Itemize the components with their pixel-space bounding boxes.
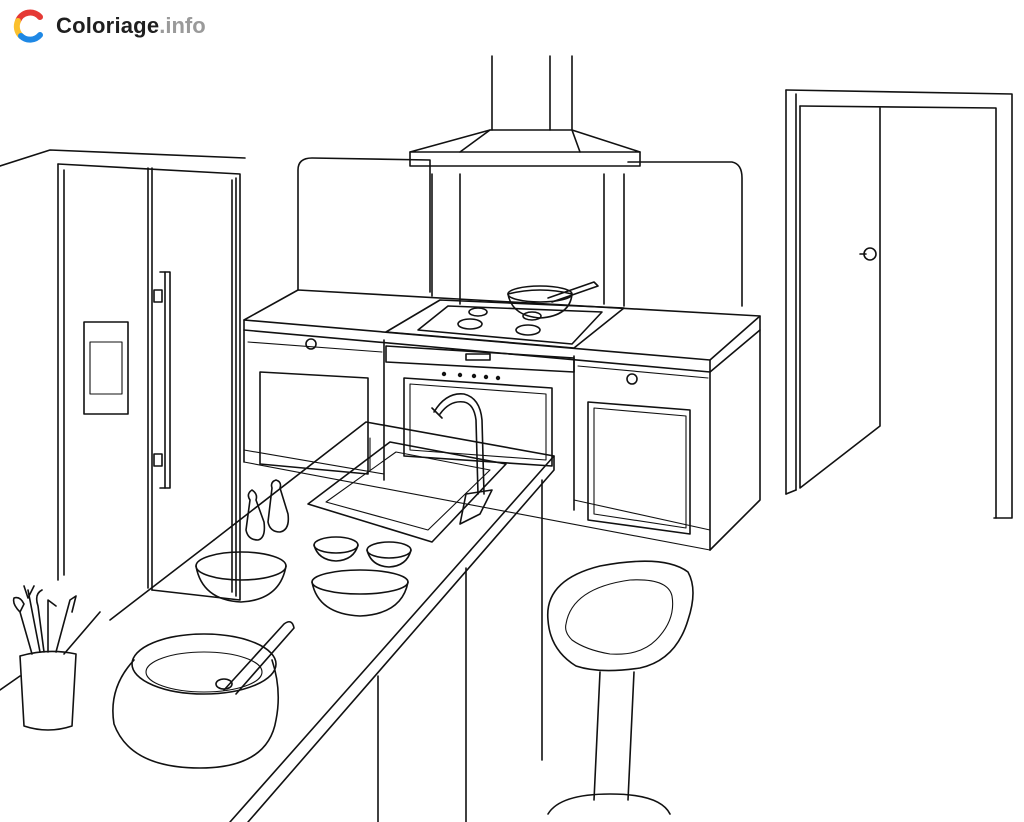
utensil-holder (12, 585, 101, 731)
left-wall-lines (0, 149, 246, 691)
bowls-on-island (195, 536, 412, 617)
range-hood (409, 55, 641, 167)
refrigerator (57, 163, 241, 601)
coloriage-c-logo-icon (13, 9, 43, 43)
faucet (431, 393, 493, 525)
salt-pepper-shakers (245, 479, 290, 541)
back-wall-panels (297, 157, 743, 307)
logo-brand-name: Coloriage (56, 13, 160, 38)
site-logo[interactable]: Coloriage.info (12, 8, 206, 44)
bar-stool (547, 560, 694, 815)
cooktop (385, 299, 625, 349)
oven (385, 345, 575, 467)
kitchen-island (109, 421, 555, 822)
cooking-pot-with-ladle (112, 620, 295, 769)
back-door (785, 89, 1013, 519)
saucepan-on-stove (507, 281, 599, 319)
logo-brand-tld: .info (159, 13, 206, 38)
back-counter (243, 289, 761, 551)
sink (307, 441, 507, 543)
